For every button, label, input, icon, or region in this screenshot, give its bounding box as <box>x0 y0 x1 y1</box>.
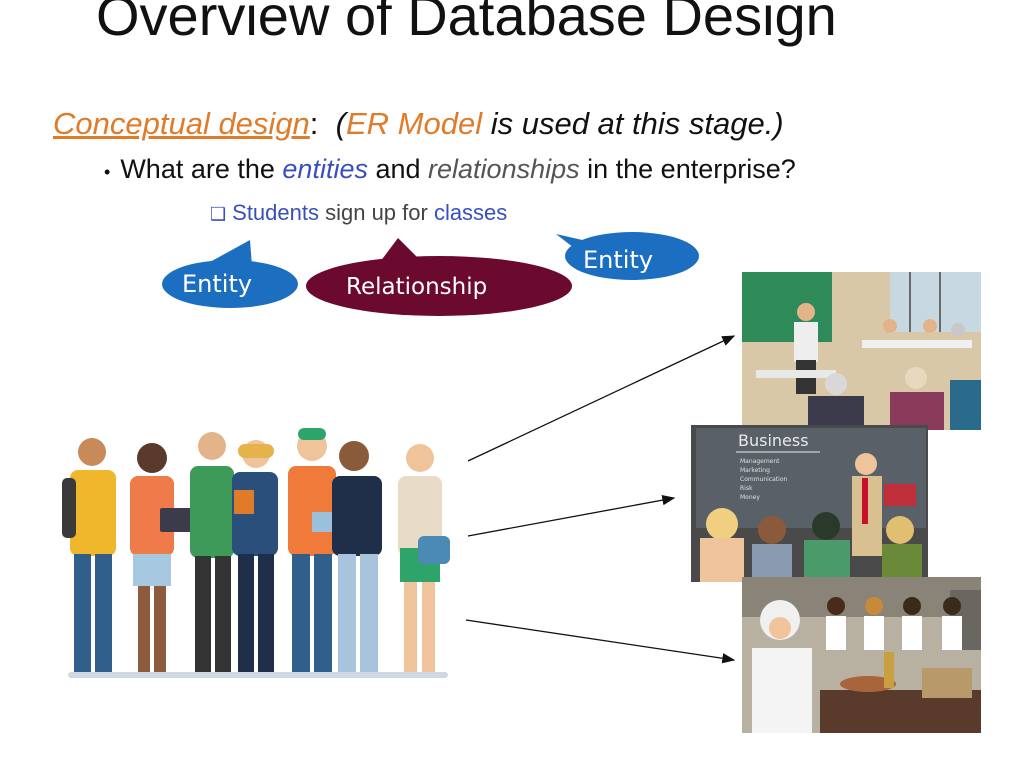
relationship-callout: Relationship <box>306 238 572 316</box>
board-item-2: Marketing <box>740 467 770 474</box>
bullet-line: • What are the entities and relationships… <box>104 154 796 185</box>
entities-word: entities <box>282 154 368 184</box>
arrow-to-class-1 <box>467 335 736 462</box>
students-word: Students <box>232 200 319 225</box>
conceptual-rest: is used at this stage.) <box>482 106 784 141</box>
classroom-lab-image <box>742 577 981 733</box>
classroom-business-image: Business Management Marketing Communicat… <box>691 425 928 582</box>
er-model-text: ER Model <box>345 106 483 141</box>
bullet-pre: What are the <box>120 154 283 184</box>
entity-label-right: Entity <box>583 246 653 274</box>
students-group-illustration <box>62 428 450 678</box>
paren-open: ( <box>335 106 346 141</box>
entity-callout-left: Entity <box>162 240 298 308</box>
conceptual-design-label: Conceptual design <box>53 106 310 141</box>
slide-title: Overview of Database Design <box>96 0 837 47</box>
colon: : <box>309 106 319 141</box>
entity-callout-right: Entity <box>556 232 699 280</box>
board-item-3: Communication <box>740 476 787 483</box>
arrow-to-class-3 <box>465 619 736 664</box>
board-item-5: Money <box>740 494 760 501</box>
sub-bullet-line: ❑Students sign up for classes <box>210 200 507 226</box>
relationships-word: relationships <box>428 154 580 184</box>
bullet-and: and <box>367 154 429 184</box>
board-item-1: Management <box>740 458 780 465</box>
board-heading: Business <box>738 431 809 450</box>
sub-bullet-middle: sign up for <box>318 200 434 225</box>
relationship-label: Relationship <box>346 274 487 300</box>
entity-label-left: Entity <box>182 270 252 298</box>
checkbox-bullet-icon: ❑ <box>210 204 227 224</box>
bullet-post: in the enterprise? <box>579 154 796 184</box>
classroom-lecture-image <box>742 272 981 430</box>
conceptual-design-line: Conceptual design: (ER Model is used at … <box>53 106 784 142</box>
arrow-to-class-2 <box>467 495 676 537</box>
bullet-marker: • <box>104 162 111 182</box>
board-item-4: Risk <box>740 485 753 492</box>
classes-word: classes <box>433 200 508 225</box>
